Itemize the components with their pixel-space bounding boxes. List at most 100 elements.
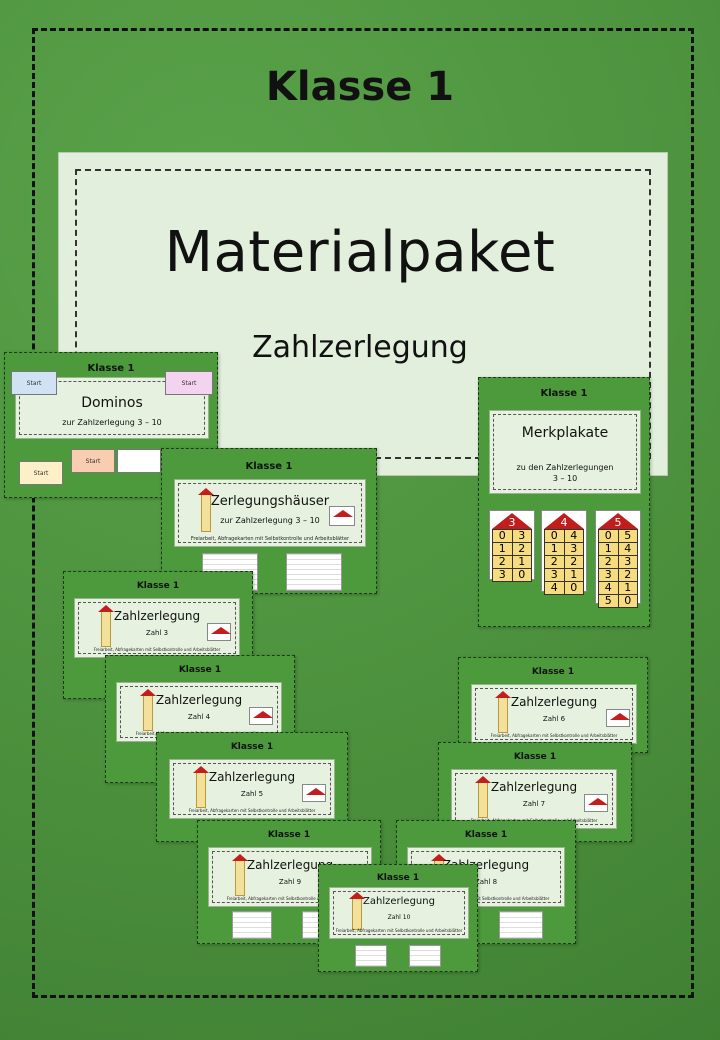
card-subtitle: zur Zahlzerlegung 3 – 10 [62,418,162,427]
card-title: Dominos [81,395,143,411]
house-cell: 4 [617,542,638,556]
mini-house-icon [302,784,326,802]
domino-start-label: Start [85,457,101,465]
house-cell: 1 [544,542,565,556]
card-panel-frame [475,688,633,740]
card-panel: Zerlegungshäuser zur Zahlzerlegung 3 – 1… [174,479,366,547]
number-tower-icon [193,766,209,808]
card-note: Freiarbeit, Abfragekarten mit Selbstkont… [226,896,354,901]
domino-piece [117,449,161,473]
house-cell: 2 [563,555,584,569]
house-number: 5 [614,516,622,529]
outer-dashed-border [32,28,694,998]
card-panel: Zahlzerlegung Zahl 5 Freiarbeit, Abfrage… [169,759,335,819]
card-note: Freiarbeit, Abfragekarten mit Selbstkont… [422,896,550,901]
card-subtitle: Zahl 6 [542,715,566,723]
house-cell: 2 [617,568,638,582]
domino-piece: Start [165,371,213,395]
card-panel-frame [19,381,205,435]
house-cell: 0 [492,529,513,543]
mini-house-icon [606,709,630,727]
house-number: 4 [560,516,568,529]
card-panel-frame [333,891,465,935]
house-cell: 0 [544,529,565,543]
mini-house-icon [329,506,355,526]
house-cell: 1 [511,555,532,569]
house-cell: 3 [511,529,532,543]
card-klasse-label: Klasse 1 [531,667,575,677]
worksheet-thumbnail [409,945,441,967]
house-number: 3 [508,516,516,529]
domino-start-label: Start [26,379,42,387]
house-cell: 1 [563,568,584,582]
card-subtitle: Zahl 8 [474,878,498,886]
mini-house-icon [584,794,608,812]
card-subtitle: Zahl 9 [278,878,302,886]
number-tower-icon [232,854,248,896]
card-klasse-label: Klasse 1 [267,830,311,840]
card-title: Zahlzerlegung [490,780,578,794]
card-note: Freiarbeit, Abfragekarten mit Selbstkont… [93,647,221,652]
card-klasse-label: Klasse 1 [513,752,557,762]
number-tower-icon [495,691,511,733]
card-zahl-6: Klasse 1 Zahlzerlegung Zahl 6 Freiarbeit… [458,657,648,753]
house-cell: 3 [563,542,584,556]
card-subtitle: Zahl 3 [145,629,169,637]
card-title: Zahlzerlegung [363,896,435,907]
domino-start-label: Start [181,379,197,387]
number-tower-icon [140,689,156,731]
card-zahl-3: Klasse 1 Zahlzerlegung Zahl 3 Freiarbeit… [63,571,253,699]
house-cell: 3 [617,555,638,569]
domino-piece: Start [19,461,63,485]
house-cell: 3 [544,568,565,582]
house-cell: 3 [492,568,513,582]
worksheet-thumbnail [499,911,543,939]
domino-start-label: Start [33,469,49,477]
card-panel-frame [178,483,362,543]
house-cell: 2 [598,555,619,569]
card-title: Zahlzerlegung [208,770,296,784]
house-cell: 4 [563,529,584,543]
card-subtitle: Zahl 7 [522,800,546,808]
worksheet-thumbnail [232,911,272,939]
card-title: Zahlzerlegung [155,693,243,707]
mini-house-icon [207,623,231,641]
number-tower-icon [475,776,491,818]
house-cell: 4 [544,581,565,595]
card-panel: Zahlzerlegung Zahl 6 Freiarbeit, Abfrage… [471,684,637,744]
card-note: Freiarbeit, Abfragekarten mit Selbstkont… [335,928,463,933]
house-cell: 2 [511,542,532,556]
card-note: Freiarbeit, Abfragekarten mit Selbstkont… [190,536,350,542]
card-title: Zahlzerlegung [113,609,201,623]
number-tower-icon [198,488,214,532]
card-klasse-label: Klasse 1 [87,363,135,374]
card-zahl-10: Klasse 1 Zahlzerlegung Zahl 10 Freiarbei… [318,864,478,972]
card-subtitle: Zahl 5 [240,790,264,798]
house-cell: 4 [598,581,619,595]
worksheet-thumbnail [286,553,342,591]
house-cell: 0 [511,568,532,582]
card-panel: Zahlzerlegung Zahl 3 Freiarbeit, Abfrage… [74,598,240,658]
house-cell: 5 [617,529,638,543]
card-note: Freiarbeit, Abfragekarten mit Selbstkont… [188,808,316,813]
card-klasse-label: Klasse 1 [245,461,293,472]
domino-piece: Start [11,371,57,395]
card-panel-frame [173,763,331,815]
number-tower-icon [98,605,114,647]
card-panel-frame [493,414,637,490]
